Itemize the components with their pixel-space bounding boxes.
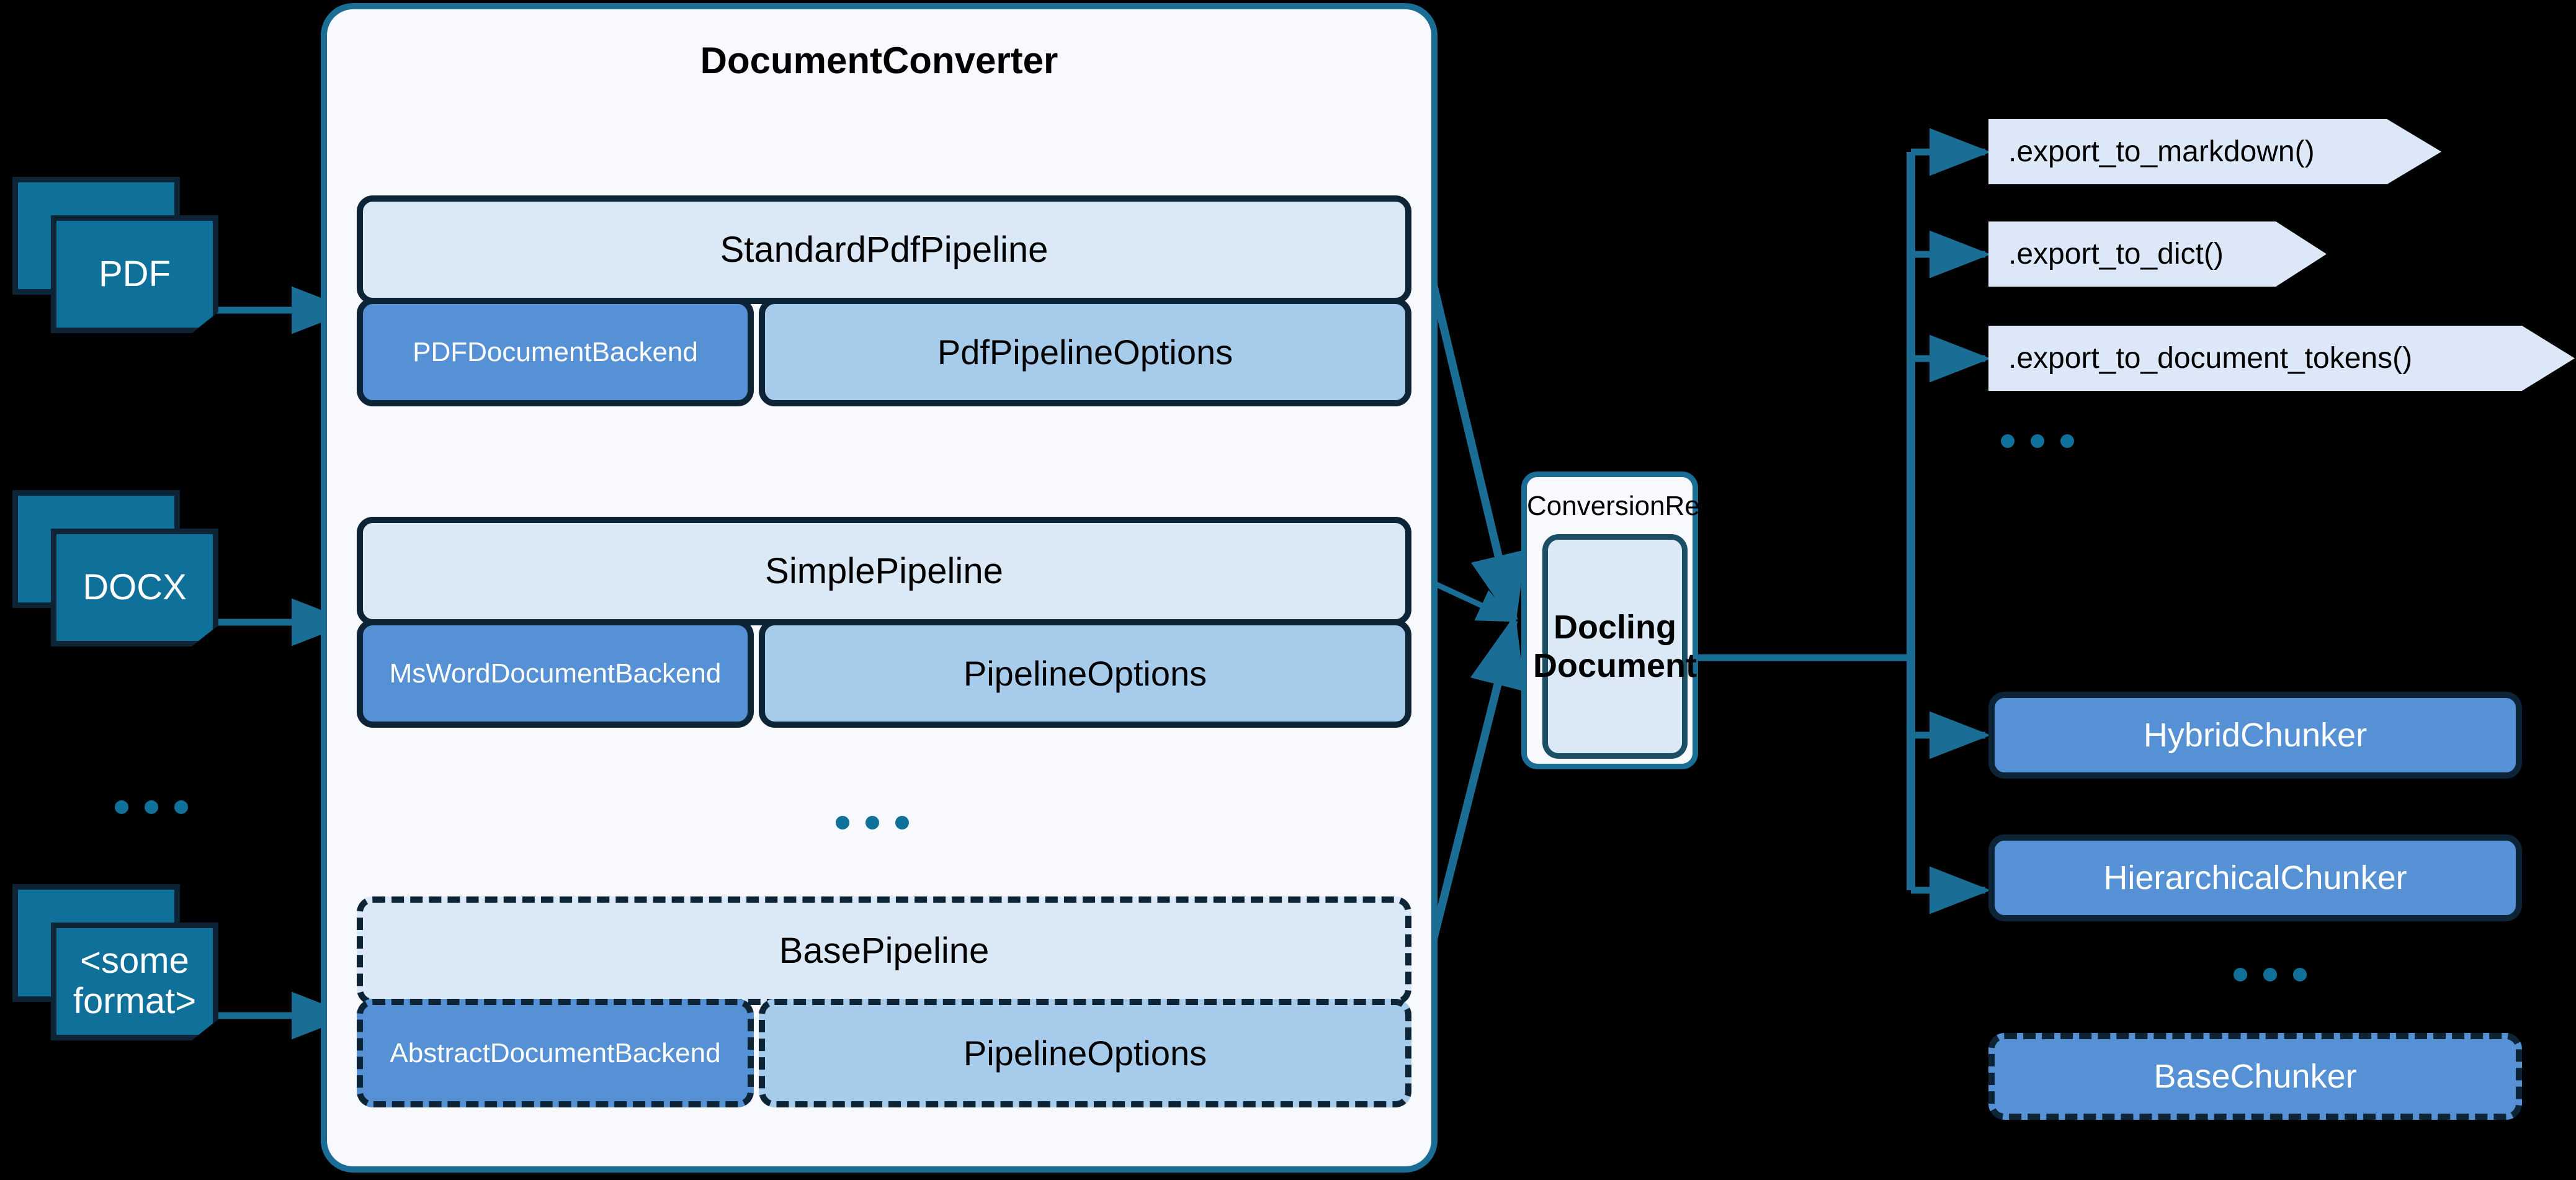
dot-icon: [2060, 434, 2074, 448]
pipeline-standard-pdf[interactable]: StandardPdfPipeline PDFDocumentBackend P…: [357, 195, 1411, 406]
input-document-docx[interactable]: DOCX: [12, 490, 218, 646]
document-label: PDF: [99, 253, 171, 294]
pipeline-backend[interactable]: AbstractDocumentBackend: [357, 999, 754, 1107]
document-label-line2: format>: [73, 981, 197, 1021]
dot-icon: [836, 816, 849, 829]
page-title: DocumentConverter: [700, 40, 1058, 81]
document-converter-panel: DocumentConverter StandardPdfPipeline PD…: [321, 3, 1438, 1173]
dot-icon: [2293, 968, 2307, 981]
pipeline-options[interactable]: PipelineOptions: [759, 999, 1411, 1107]
dot-icon: [2234, 968, 2247, 981]
chunker-label: HierarchicalChunker: [2103, 859, 2407, 896]
dot-icon: [865, 816, 879, 829]
input-ellipsis: [115, 800, 188, 814]
dot-icon: [115, 800, 128, 814]
document-label: DOCX: [83, 566, 187, 607]
document-front-sheet: <some format>: [51, 923, 218, 1040]
export-method-label: .export_to_document_tokens(): [2008, 342, 2413, 375]
dot-icon: [2031, 434, 2044, 448]
pipeline-components: PDFDocumentBackend PdfPipelineOptions: [357, 298, 1411, 406]
docling-document-box[interactable]: Docling Document: [1533, 534, 1697, 759]
dot-icon: [145, 800, 158, 814]
dot-icon: [2001, 434, 2015, 448]
conversion-result-panel: ConversionResult Docling Document: [1521, 472, 1743, 769]
pipeline-name: StandardPdfPipeline: [357, 195, 1411, 304]
conversion-result-label: ConversionResult: [1527, 491, 1743, 521]
export-method-label: .export_to_dict(): [2008, 238, 2224, 270]
export-ellipsis: [2001, 434, 2074, 448]
docling-document-line1: Docling: [1554, 608, 1676, 646]
chunker-hierarchical[interactable]: HierarchicalChunker: [1988, 834, 2522, 921]
docling-document-line2: Document: [1533, 647, 1697, 684]
pipeline-ellipsis: [836, 816, 909, 829]
dot-icon: [174, 800, 188, 814]
pipeline-name: SimplePipeline: [357, 517, 1411, 625]
chunker-label: HybridChunker: [2143, 717, 2368, 754]
chunker-base[interactable]: BaseChunker: [1988, 1033, 2522, 1120]
pipeline-simple[interactable]: SimplePipeline MsWordDocumentBackend Pip…: [357, 517, 1411, 728]
export-markdown-chevron[interactable]: .export_to_markdown(): [1988, 119, 2441, 184]
chunker-hybrid[interactable]: HybridChunker: [1988, 692, 2522, 779]
pipeline-backend[interactable]: PDFDocumentBackend: [357, 298, 754, 406]
document-front-sheet: DOCX: [51, 529, 218, 646]
export-document-tokens-chevron[interactable]: .export_to_document_tokens(): [1988, 326, 2575, 391]
pipeline-components: AbstractDocumentBackend PipelineOptions: [357, 999, 1411, 1107]
document-front-sheet: PDF: [51, 215, 218, 333]
dot-icon: [2263, 968, 2277, 981]
export-method-label: .export_to_markdown(): [2008, 135, 2315, 168]
input-document-other[interactable]: <some format>: [12, 884, 218, 1040]
pipeline-name: BasePipeline: [357, 896, 1411, 1005]
pipeline-options[interactable]: PdfPipelineOptions: [759, 298, 1411, 406]
pipeline-base[interactable]: BasePipeline AbstractDocumentBackend Pip…: [357, 896, 1411, 1107]
pipeline-options[interactable]: PipelineOptions: [759, 619, 1411, 728]
document-label-line1: <some: [80, 941, 189, 981]
pipeline-components: MsWordDocumentBackend PipelineOptions: [357, 619, 1411, 728]
chunker-ellipsis: [2234, 968, 2307, 981]
pipeline-backend[interactable]: MsWordDocumentBackend: [357, 619, 754, 728]
export-dict-chevron[interactable]: .export_to_dict(): [1988, 221, 2327, 287]
input-document-pdf[interactable]: PDF: [12, 177, 218, 333]
dot-icon: [895, 816, 909, 829]
chunker-label: BaseChunker: [2153, 1058, 2357, 1095]
